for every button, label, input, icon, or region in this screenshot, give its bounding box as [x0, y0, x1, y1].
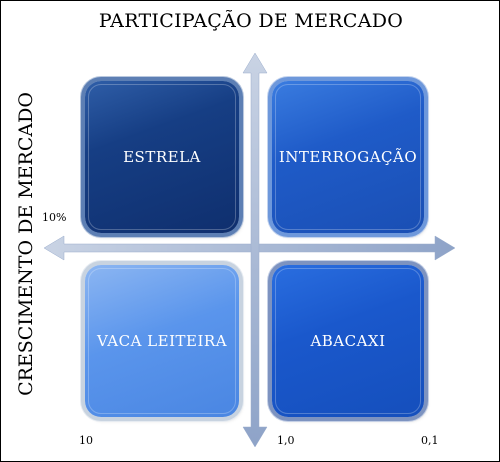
vertical-axis-arrow — [242, 52, 268, 448]
diagram-title: PARTICIPAÇÃO DE MERCADO — [98, 10, 404, 32]
quadrant-cash-cow: VACA LEITEIRA — [85, 265, 239, 417]
horizontal-axis-arrow — [43, 235, 456, 261]
quadrant-question-mark: INTERROGAÇÃO — [272, 81, 424, 233]
growth-threshold-label: 10% — [42, 211, 67, 224]
quadrant-star-label: ESTRELA — [123, 148, 201, 166]
share-high-label: 10 — [79, 434, 93, 447]
quadrant-star: ESTRELA — [85, 81, 239, 233]
quadrant-pineapple-label: ABACAXI — [310, 332, 386, 350]
share-mid-label: 1,0 — [277, 434, 295, 447]
quadrant-question-mark-label: INTERROGAÇÃO — [278, 148, 418, 166]
quadrant-cash-cow-label: VACA LEITEIRA — [96, 332, 228, 350]
quadrant-pineapple: ABACAXI — [272, 265, 424, 417]
share-low-label: 0,1 — [421, 434, 439, 447]
